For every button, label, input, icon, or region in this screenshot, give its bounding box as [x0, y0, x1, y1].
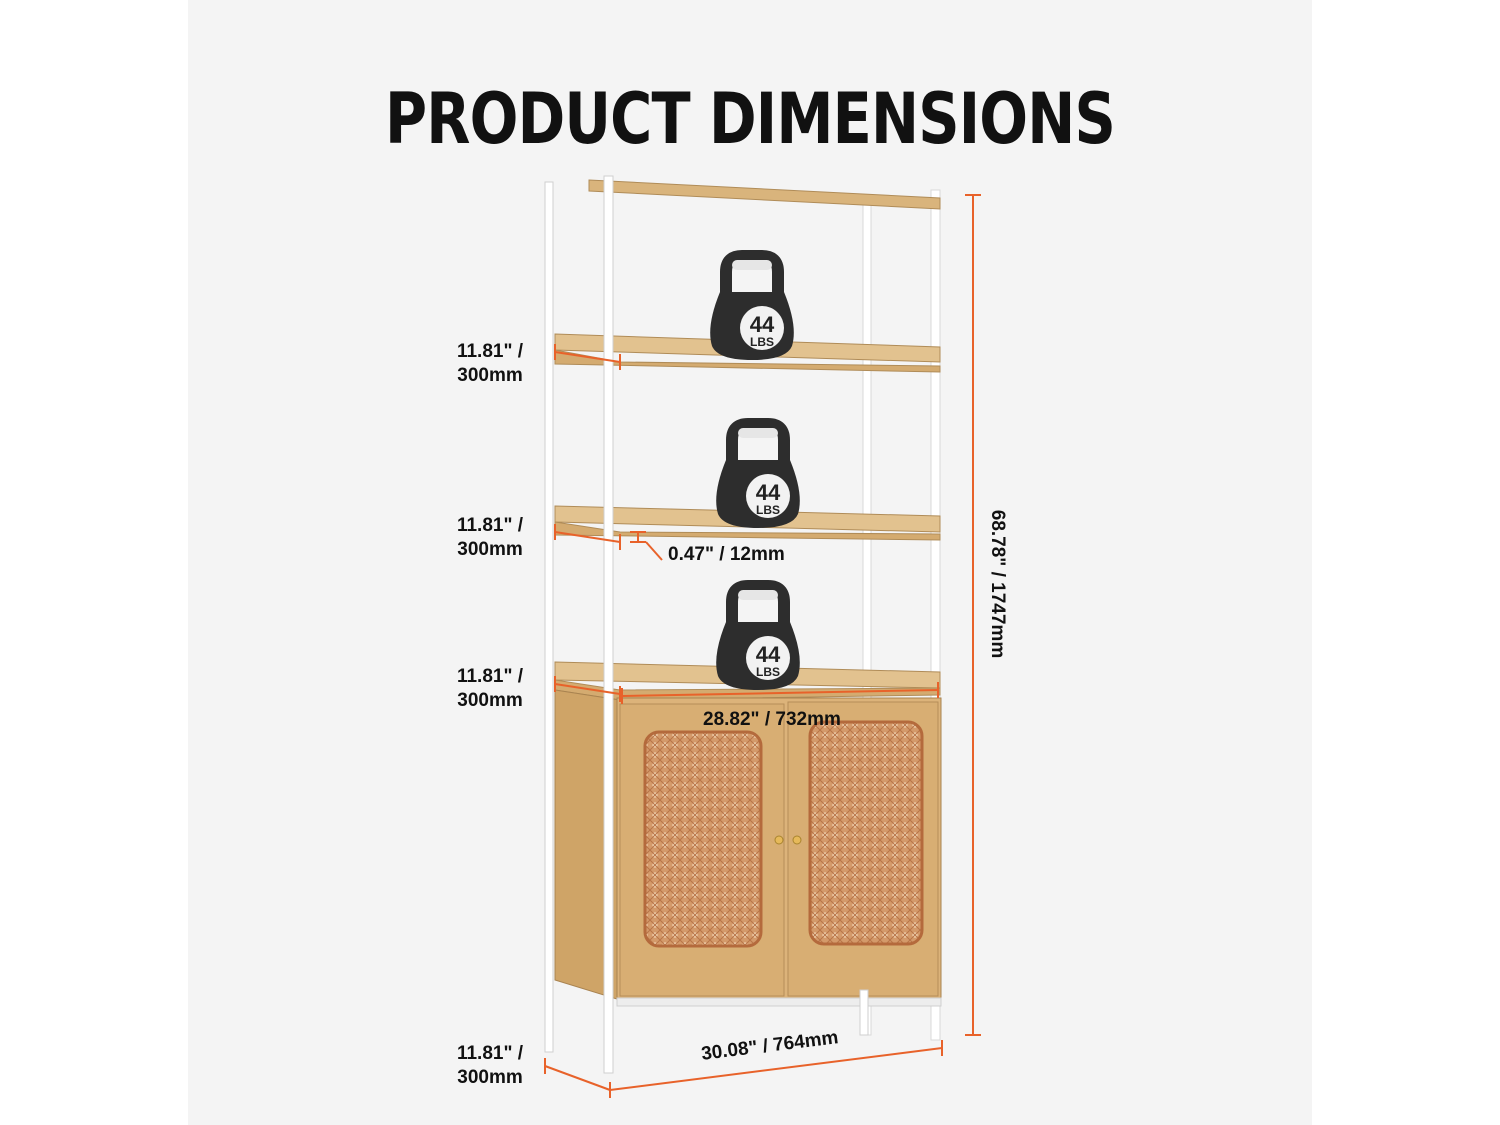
depth-line-3 [554, 676, 621, 702]
depth-line-2 [554, 524, 621, 550]
back-leg [859, 989, 869, 1036]
weight-number: 44 [756, 642, 781, 667]
thickness-line [630, 531, 663, 561]
cabinet-bottom-rail [616, 997, 942, 1007]
page-title: PRODUCT DIMENSIONS [384, 78, 1116, 160]
depth-label-3: 11.81" / 300mm [456, 666, 524, 711]
inner-width-label: 28.82" / 732mm [703, 709, 841, 730]
top-shelf [588, 179, 941, 210]
depth-line-1 [554, 344, 621, 370]
dimension-lines [544, 194, 981, 1098]
weight-number: 44 [750, 312, 775, 337]
depth-label-1: 11.81" / 300mm [456, 341, 524, 386]
height-dimension-line [965, 194, 981, 1036]
thickness-label: 0.47" / 12mm [668, 544, 785, 565]
right-knob [792, 835, 802, 845]
weight-unit: LBS [750, 335, 774, 349]
left-rattan-panel [643, 730, 763, 948]
weight-unit: LBS [756, 503, 780, 517]
depth-label-4: 11.81" / 300mm [456, 1043, 524, 1088]
weight-number: 44 [756, 480, 781, 505]
right-rattan-panel [808, 720, 924, 946]
weight-unit: LBS [756, 665, 780, 679]
inner-width-line [621, 682, 939, 704]
depth-line-4 [544, 1058, 611, 1098]
total-height-label: 68.78" / 1747mm [987, 509, 1008, 659]
left-knob [774, 835, 784, 845]
right-post-rear [930, 189, 941, 1041]
cabinet [554, 689, 942, 1007]
frame-front-posts [544, 175, 869, 1074]
left-front-post [544, 181, 554, 1053]
total-width-line [609, 1040, 943, 1098]
center-front-post [603, 175, 614, 1074]
depth-label-2: 11.81" / 300mm [456, 515, 524, 560]
